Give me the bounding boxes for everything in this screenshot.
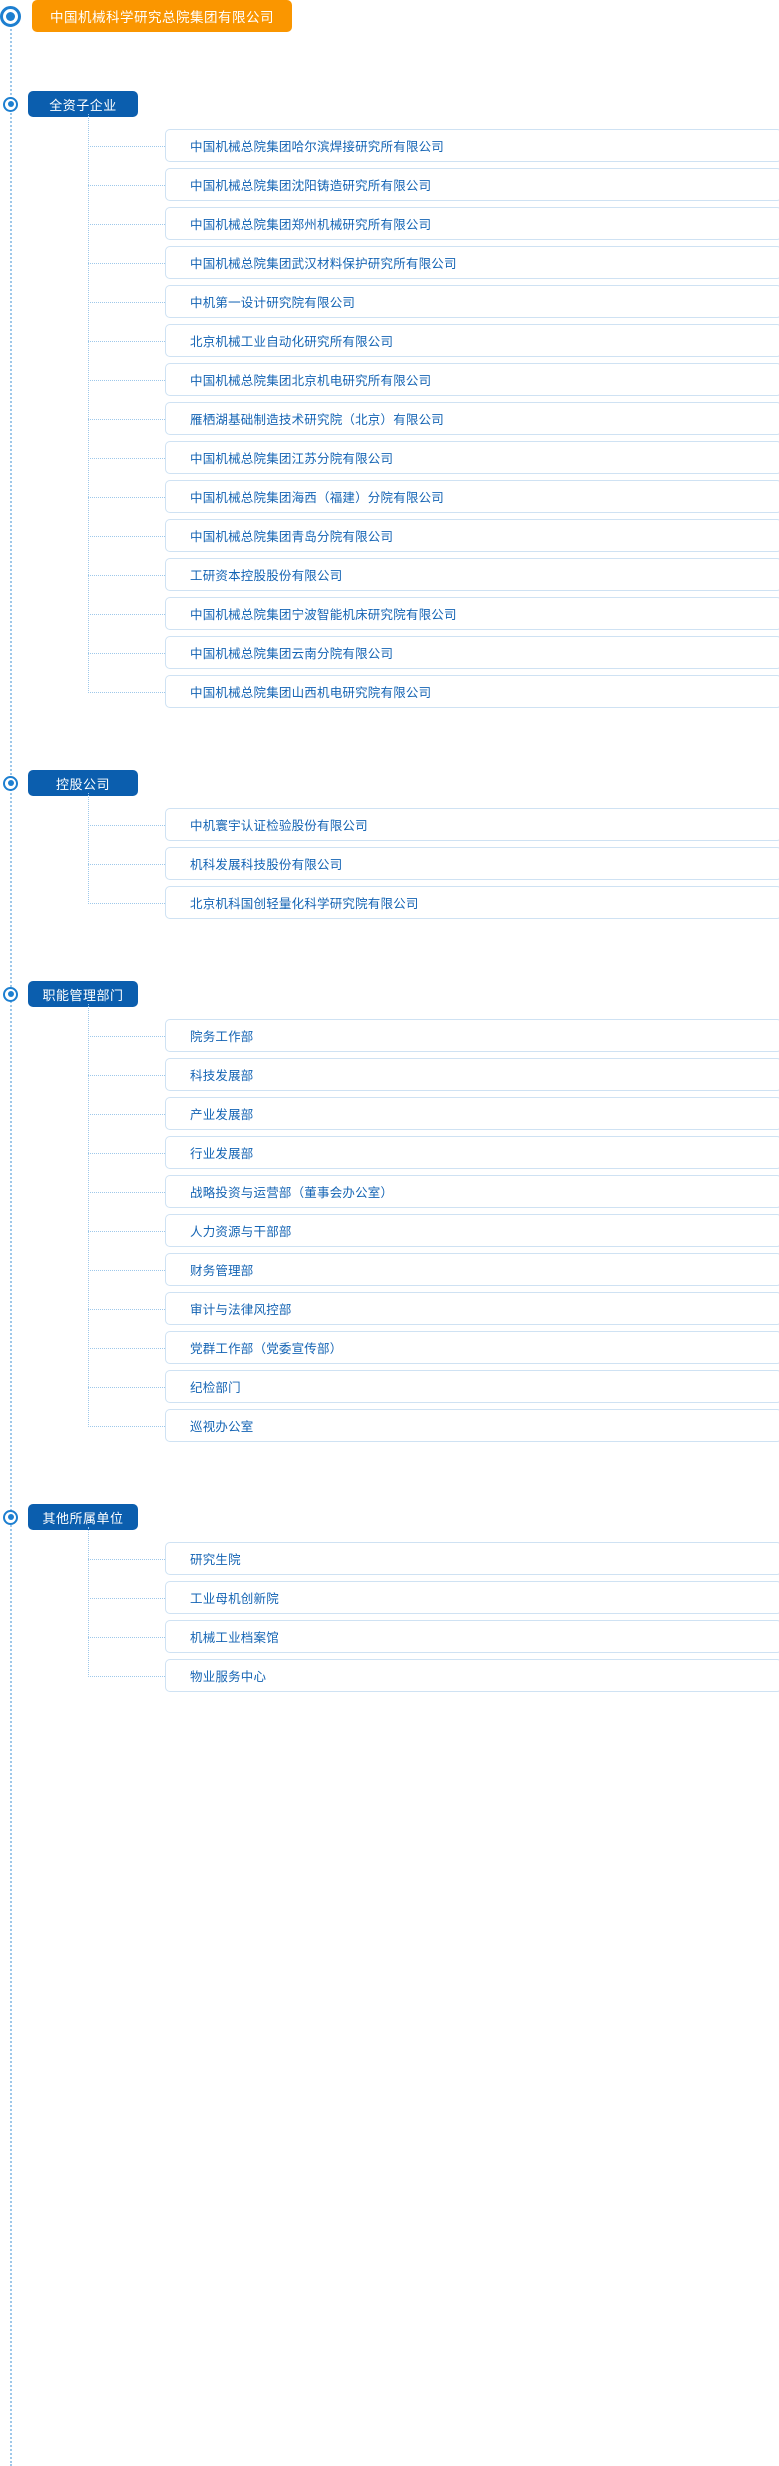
- org-item: 中国机械总院集团云南分院有限公司: [88, 633, 779, 672]
- org-item-box[interactable]: 物业服务中心: [165, 1659, 779, 1692]
- org-group: 其他所属单位研究生院工业母机创新院机械工业档案馆物业服务中心: [0, 1501, 779, 1695]
- org-item: 审计与法律风控部: [88, 1289, 779, 1328]
- org-item-box[interactable]: 中机第一设计研究院有限公司: [165, 285, 779, 318]
- timeline-rail: [10, 14, 12, 2466]
- org-group: 职能管理部门院务工作部科技发展部产业发展部行业发展部战略投资与运营部（董事会办公…: [0, 978, 779, 1445]
- org-item-box[interactable]: 产业发展部: [165, 1097, 779, 1130]
- org-item: 产业发展部: [88, 1094, 779, 1133]
- spacer: [0, 1695, 779, 1721]
- org-item-box[interactable]: 院务工作部: [165, 1019, 779, 1052]
- spacer: [0, 1445, 779, 1501]
- org-item-box[interactable]: 机械工业档案馆: [165, 1620, 779, 1653]
- org-item-box[interactable]: 北京机科国创轻量化科学研究院有限公司: [165, 886, 779, 919]
- org-item-box[interactable]: 行业发展部: [165, 1136, 779, 1169]
- node-marker-icon: [3, 775, 18, 791]
- org-item: 中国机械总院集团宁波智能机床研究院有限公司: [88, 594, 779, 633]
- group-children: 研究生院工业母机创新院机械工业档案馆物业服务中心: [88, 1527, 779, 1695]
- org-item-box[interactable]: 巡视办公室: [165, 1409, 779, 1442]
- org-item-box[interactable]: 战略投资与运营部（董事会办公室）: [165, 1175, 779, 1208]
- org-item: 巡视办公室: [88, 1406, 779, 1445]
- org-item-box[interactable]: 中机寰宇认证检验股份有限公司: [165, 808, 779, 841]
- org-item: 中国机械总院集团江苏分院有限公司: [88, 438, 779, 477]
- node-marker-icon: [3, 96, 18, 112]
- org-item: 中国机械总院集团武汉材料保护研究所有限公司: [88, 243, 779, 282]
- org-item: 科技发展部: [88, 1055, 779, 1094]
- spacer: [0, 922, 779, 978]
- org-group: 全资子企业中国机械总院集团哈尔滨焊接研究所有限公司中国机械总院集团沈阳铸造研究所…: [0, 88, 779, 711]
- group-header: 其他所属单位: [0, 1501, 779, 1533]
- org-item: 党群工作部（党委宣传部）: [88, 1328, 779, 1367]
- org-item-box[interactable]: 工业母机创新院: [165, 1581, 779, 1614]
- org-item-box[interactable]: 科技发展部: [165, 1058, 779, 1091]
- org-root-group: 中国机械科学研究总院集团有限公司: [0, 0, 779, 32]
- group-children: 中国机械总院集团哈尔滨焊接研究所有限公司中国机械总院集团沈阳铸造研究所有限公司中…: [88, 114, 779, 711]
- org-item: 雁栖湖基础制造技术研究院（北京）有限公司: [88, 399, 779, 438]
- root-header: 中国机械科学研究总院集团有限公司: [0, 0, 779, 32]
- org-item-box[interactable]: 人力资源与干部部: [165, 1214, 779, 1247]
- group-header: 职能管理部门: [0, 978, 779, 1010]
- org-item: 北京机械工业自动化研究所有限公司: [88, 321, 779, 360]
- org-item-box[interactable]: 中国机械总院集团沈阳铸造研究所有限公司: [165, 168, 779, 201]
- org-item-box[interactable]: 北京机械工业自动化研究所有限公司: [165, 324, 779, 357]
- org-item-box[interactable]: 中国机械总院集团海西（福建）分院有限公司: [165, 480, 779, 513]
- org-item: 纪检部门: [88, 1367, 779, 1406]
- org-item: 人力资源与干部部: [88, 1211, 779, 1250]
- org-item: 北京机科国创轻量化科学研究院有限公司: [88, 883, 779, 922]
- group-title-1[interactable]: 全资子企业: [28, 91, 138, 117]
- org-item-box[interactable]: 中国机械总院集团青岛分院有限公司: [165, 519, 779, 552]
- group-title-3[interactable]: 职能管理部门: [28, 981, 138, 1007]
- org-group: 控股公司中机寰宇认证检验股份有限公司机科发展科技股份有限公司北京机科国创轻量化科…: [0, 767, 779, 922]
- org-item-box[interactable]: 雁栖湖基础制造技术研究院（北京）有限公司: [165, 402, 779, 435]
- org-item-box[interactable]: 中国机械总院集团武汉材料保护研究所有限公司: [165, 246, 779, 279]
- org-item: 中国机械总院集团山西机电研究院有限公司: [88, 672, 779, 711]
- org-groups: 全资子企业中国机械总院集团哈尔滨焊接研究所有限公司中国机械总院集团沈阳铸造研究所…: [0, 88, 779, 1721]
- org-item-box[interactable]: 审计与法律风控部: [165, 1292, 779, 1325]
- org-item: 中国机械总院集团海西（福建）分院有限公司: [88, 477, 779, 516]
- org-item: 工业母机创新院: [88, 1578, 779, 1617]
- org-item-box[interactable]: 工研资本控股股份有限公司: [165, 558, 779, 591]
- node-marker-icon: [3, 1509, 18, 1525]
- org-item-box[interactable]: 中国机械总院集团宁波智能机床研究院有限公司: [165, 597, 779, 630]
- org-item-box[interactable]: 纪检部门: [165, 1370, 779, 1403]
- org-item-box[interactable]: 党群工作部（党委宣传部）: [165, 1331, 779, 1364]
- org-item: 财务管理部: [88, 1250, 779, 1289]
- org-item: 中机第一设计研究院有限公司: [88, 282, 779, 321]
- group-header: 控股公司: [0, 767, 779, 799]
- org-item: 机械工业档案馆: [88, 1617, 779, 1656]
- group-children: 中机寰宇认证检验股份有限公司机科发展科技股份有限公司北京机科国创轻量化科学研究院…: [88, 793, 779, 922]
- org-item-box[interactable]: 中国机械总院集团北京机电研究所有限公司: [165, 363, 779, 396]
- org-item: 中国机械总院集团青岛分院有限公司: [88, 516, 779, 555]
- org-item: 院务工作部: [88, 1016, 779, 1055]
- org-item-box[interactable]: 中国机械总院集团哈尔滨焊接研究所有限公司: [165, 129, 779, 162]
- org-item-box[interactable]: 机科发展科技股份有限公司: [165, 847, 779, 880]
- org-item: 中机寰宇认证检验股份有限公司: [88, 805, 779, 844]
- org-item: 物业服务中心: [88, 1656, 779, 1695]
- org-item-box[interactable]: 中国机械总院集团山西机电研究院有限公司: [165, 675, 779, 708]
- spacer: [0, 32, 779, 88]
- group-children: 院务工作部科技发展部产业发展部行业发展部战略投资与运营部（董事会办公室） 人力资源…: [88, 1004, 779, 1445]
- group-header: 全资子企业: [0, 88, 779, 120]
- org-item: 工研资本控股股份有限公司: [88, 555, 779, 594]
- org-item: 中国机械总院集团北京机电研究所有限公司: [88, 360, 779, 399]
- org-item-box[interactable]: 中国机械总院集团郑州机械研究所有限公司: [165, 207, 779, 240]
- spacer: [0, 711, 779, 767]
- root-node[interactable]: 中国机械科学研究总院集团有限公司: [32, 0, 292, 32]
- org-item-box[interactable]: 研究生院: [165, 1542, 779, 1575]
- org-item-box[interactable]: 财务管理部: [165, 1253, 779, 1286]
- org-item: 战略投资与运营部（董事会办公室）: [88, 1172, 779, 1211]
- group-title-4[interactable]: 其他所属单位: [28, 1504, 138, 1530]
- org-item: 中国机械总院集团沈阳铸造研究所有限公司: [88, 165, 779, 204]
- org-item: 中国机械总院集团郑州机械研究所有限公司: [88, 204, 779, 243]
- group-title-2[interactable]: 控股公司: [28, 770, 138, 796]
- org-item: 行业发展部: [88, 1133, 779, 1172]
- node-marker-icon: [3, 986, 18, 1002]
- org-item: 机科发展科技股份有限公司: [88, 844, 779, 883]
- node-marker-icon: [0, 5, 21, 27]
- org-item-box[interactable]: 中国机械总院集团江苏分院有限公司: [165, 441, 779, 474]
- org-item-box[interactable]: 中国机械总院集团云南分院有限公司: [165, 636, 779, 669]
- org-item: 研究生院: [88, 1539, 779, 1578]
- org-item: 中国机械总院集团哈尔滨焊接研究所有限公司: [88, 126, 779, 165]
